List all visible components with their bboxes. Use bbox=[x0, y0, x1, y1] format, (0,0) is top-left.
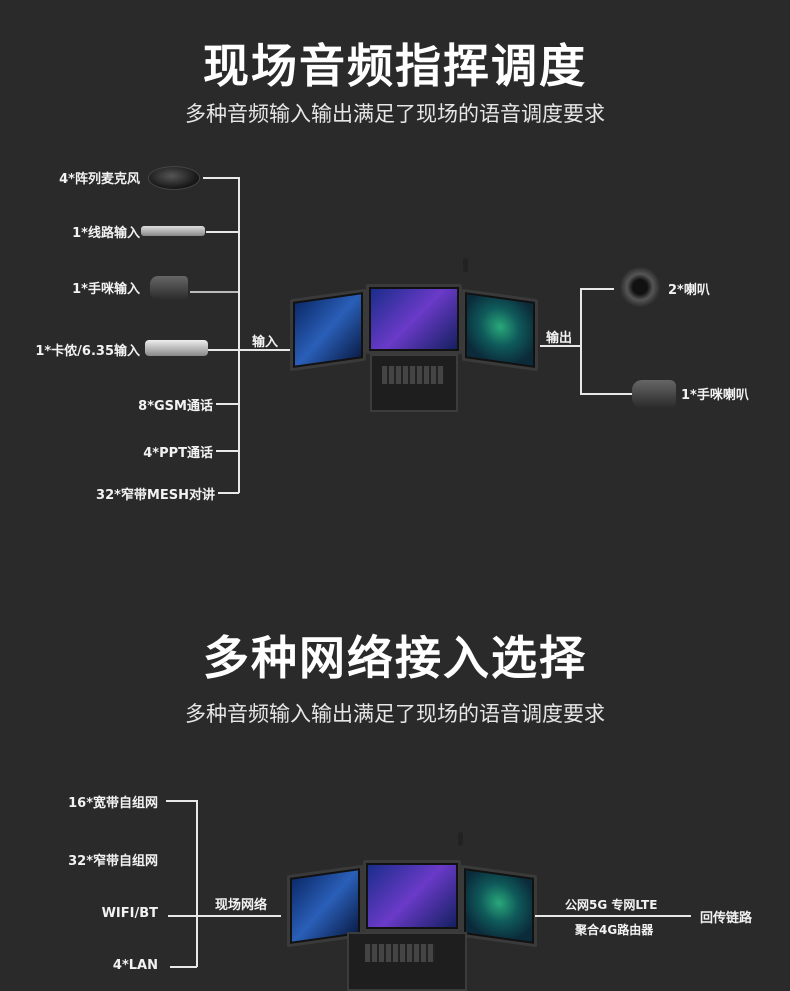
connector-line bbox=[208, 349, 290, 351]
input-line-in: 1*线路输入 bbox=[72, 226, 140, 241]
uplink-4g-router: 聚合4G路由器 bbox=[575, 923, 654, 937]
backhaul-label: 回传链路 bbox=[700, 911, 753, 926]
connector-line bbox=[203, 177, 239, 179]
connector-line bbox=[168, 915, 281, 917]
network-bracket-line bbox=[196, 800, 198, 967]
local-network-label: 现场网络 bbox=[215, 898, 268, 913]
output-speaker: 2*喇叭 bbox=[668, 283, 710, 298]
network-lan: 4*LAN bbox=[112, 958, 158, 973]
input-ppt: 4*PPT通话 bbox=[143, 446, 213, 461]
connector-line bbox=[206, 231, 239, 233]
connector-line bbox=[190, 291, 239, 293]
command-terminal-image bbox=[287, 832, 541, 991]
connector-line bbox=[218, 492, 239, 494]
input-xlr: 1*卡侬/6.35输入 bbox=[35, 344, 140, 359]
output-label: 输出 bbox=[546, 331, 573, 346]
section2-title: 多种网络接入选择 bbox=[203, 631, 587, 685]
connector-line bbox=[216, 403, 239, 405]
array-microphone-icon bbox=[148, 166, 200, 190]
connector-line bbox=[580, 393, 632, 395]
network-broadband-mesh: 16*宽带自组网 bbox=[68, 796, 158, 811]
xlr-connector-icon bbox=[145, 340, 208, 356]
output-handheld-speaker: 1*手咪喇叭 bbox=[681, 388, 749, 403]
connector-line bbox=[216, 450, 239, 452]
input-array-mic: 4*阵列麦克风 bbox=[59, 172, 140, 187]
uplink-5g-lte: 公网5G 专网LTE bbox=[565, 898, 658, 912]
input-gsm: 8*GSM通话 bbox=[138, 399, 213, 414]
command-terminal-image bbox=[290, 258, 542, 413]
connector-line bbox=[540, 345, 581, 347]
connector-line bbox=[170, 966, 197, 968]
section2-subtitle: 多种音频输入输出满足了现场的语音调度要求 bbox=[185, 702, 605, 726]
input-handheld-mic: 1*手咪输入 bbox=[72, 282, 140, 297]
handheld-mic-icon bbox=[150, 276, 188, 300]
input-label: 输入 bbox=[252, 335, 279, 350]
network-narrowband-mesh: 32*窄带自组网 bbox=[68, 854, 158, 869]
section1-subtitle: 多种音频输入输出满足了现场的语音调度要求 bbox=[185, 102, 605, 126]
audio-jack-icon bbox=[141, 226, 205, 236]
handheld-speaker-icon bbox=[632, 380, 676, 408]
output-bracket-line bbox=[580, 288, 582, 394]
input-bracket-line bbox=[238, 177, 240, 493]
network-wifi-bt: WIFI/BT bbox=[101, 906, 158, 921]
speaker-icon bbox=[620, 266, 660, 308]
input-mesh: 32*窄带MESH对讲 bbox=[96, 488, 215, 503]
connector-line bbox=[166, 800, 197, 802]
section1-title: 现场音频指挥调度 bbox=[203, 39, 587, 93]
connector-line bbox=[535, 915, 691, 917]
connector-line bbox=[580, 288, 614, 290]
